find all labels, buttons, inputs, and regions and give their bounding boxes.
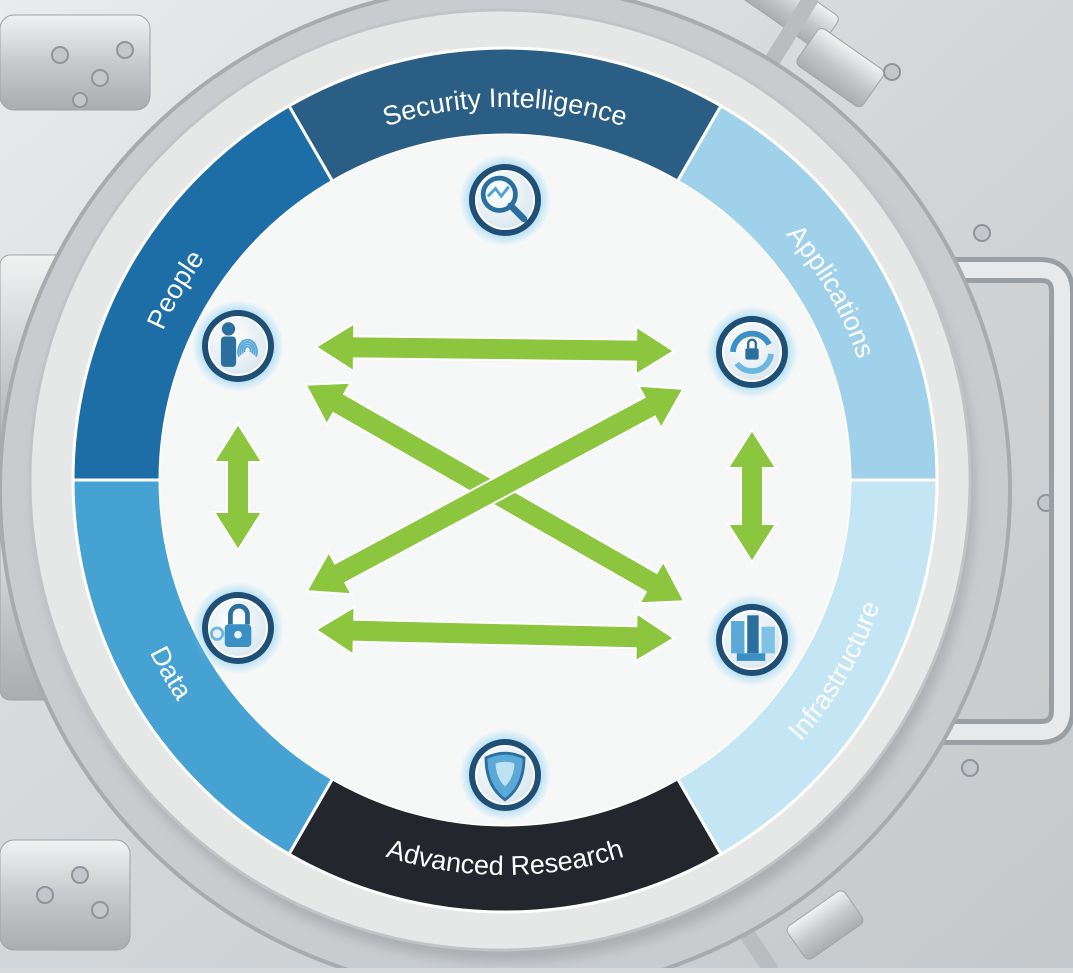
person-fingerprint-icon	[192, 300, 284, 392]
connection-arrow-people-data	[212, 422, 264, 552]
refresh-lock-icon	[706, 306, 798, 398]
padlock-icon	[192, 582, 284, 674]
magnifier-chart-icon	[459, 154, 551, 246]
server-rack-icon	[706, 594, 798, 686]
connection-arrow-people-applications	[314, 321, 676, 377]
door-handle	[930, 262, 1070, 740]
shield-icon	[459, 729, 551, 821]
connection-arrow-data-applications	[305, 384, 685, 596]
connection-arrow-applications-infrastructure	[726, 428, 778, 564]
connection-arrow-data-infrastructure	[314, 604, 676, 664]
